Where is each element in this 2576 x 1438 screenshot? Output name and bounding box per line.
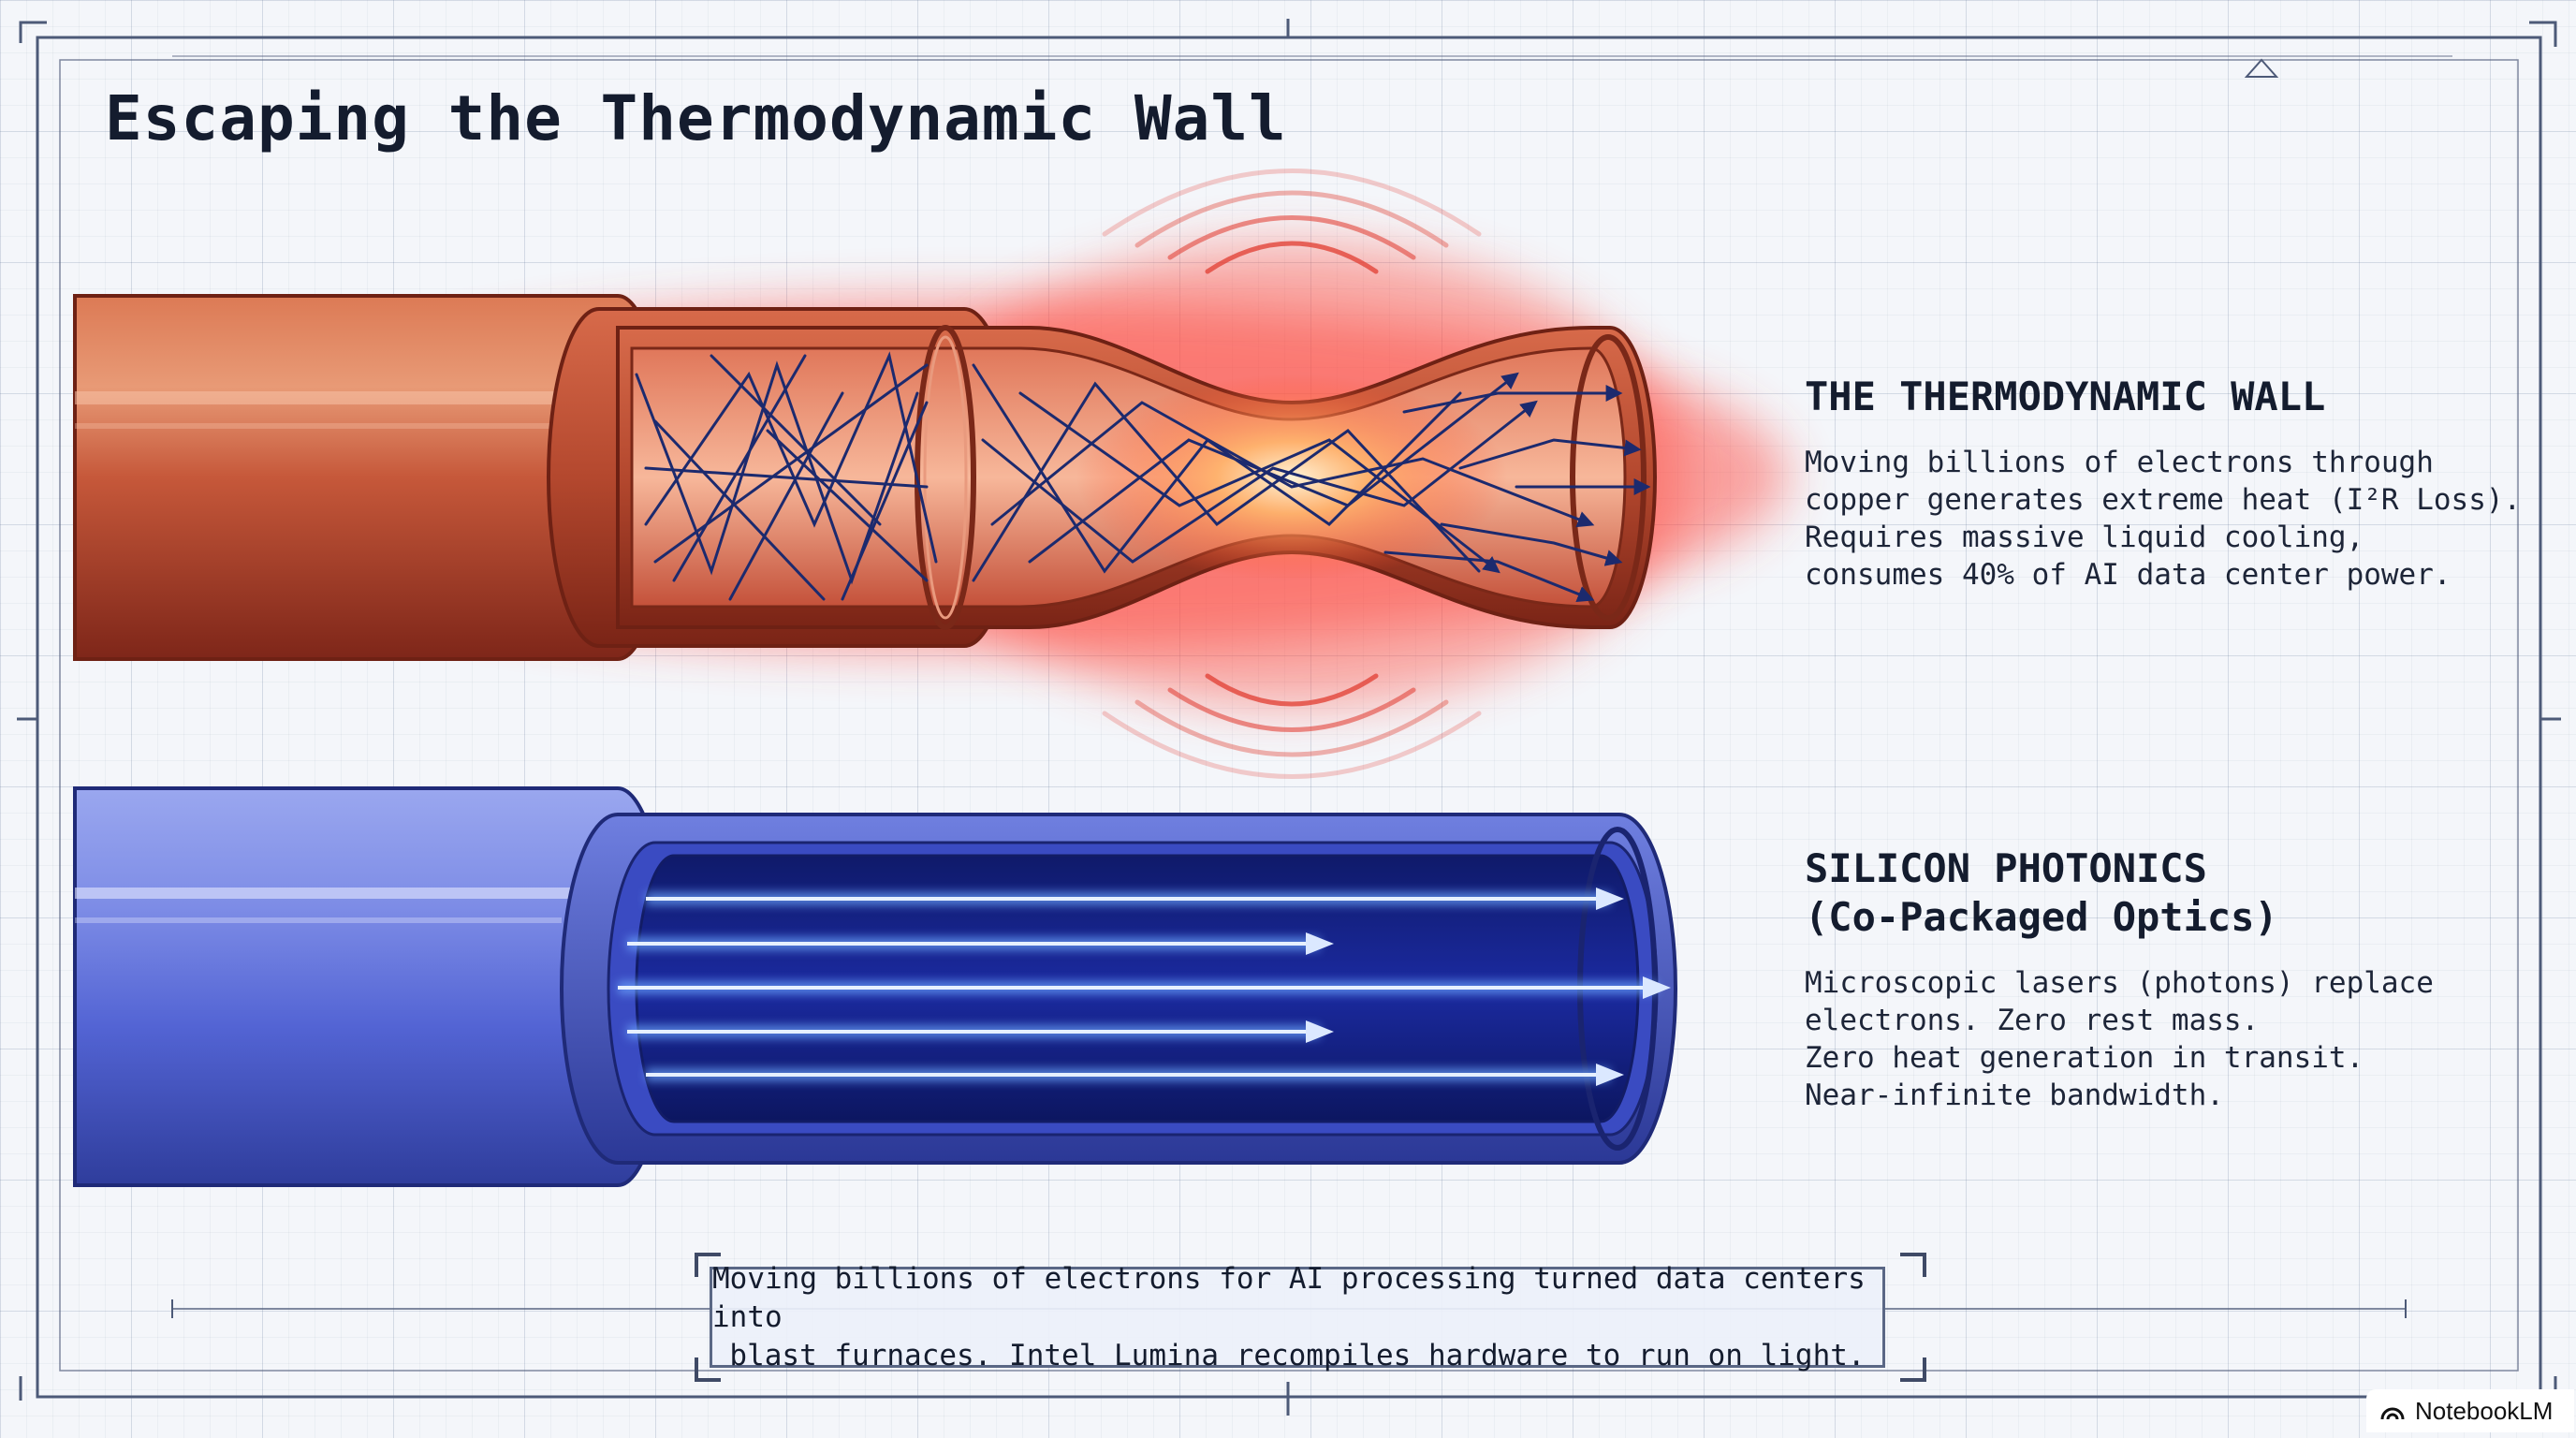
electron-paths — [635, 351, 1651, 603]
optical-cable-icon — [73, 786, 1677, 1187]
caption-line: Moving billions of electrons for AI proc… — [712, 1261, 1866, 1334]
summary-caption: Moving billions of electrons for AI proc… — [710, 1262, 1885, 1372]
silicon-photonics-panel: SILICON PHOTONICS (Co-Packaged Optics) M… — [1805, 844, 2434, 1114]
silicon-photonics-description: Microscopic lasers (photons) replace ele… — [1805, 964, 2434, 1114]
caption-line: blast furnaces. Intel Lumina recompiles … — [729, 1338, 1866, 1372]
page-title: Escaping the Thermodynamic Wall — [105, 82, 1287, 154]
description-line: Microscopic lasers (photons) replace — [1805, 966, 2434, 1000]
thermodynamic-wall-panel: THE THERMODYNAMIC WALL Moving billions o… — [1805, 373, 2521, 594]
notebooklm-logo-icon — [2380, 1407, 2405, 1420]
notebooklm-label: NotebookLM — [2415, 1396, 2554, 1425]
description-line: Moving billions of electrons through — [1805, 446, 2434, 479]
description-line: consumes 40% of AI data center power. — [1805, 558, 2452, 592]
silicon-photonics-heading: SILICON PHOTONICS (Co-Packaged Optics) — [1805, 845, 2278, 940]
heat-wave-icon — [1102, 169, 1482, 779]
description-line: copper generates extreme heat (I²R Loss)… — [1805, 483, 2522, 517]
thermodynamic-wall-heading: THE THERMODYNAMIC WALL — [1805, 374, 2326, 419]
description-line: Zero heat generation in transit. — [1805, 1041, 2364, 1075]
description-line: Near-infinite bandwidth. — [1805, 1078, 2224, 1112]
caption-brackets — [695, 1253, 1926, 1382]
blueprint-frame — [17, 19, 2561, 1416]
thermodynamic-wall-description: Moving billions of electrons through cop… — [1805, 444, 2521, 594]
copper-cable-icon — [73, 169, 1788, 779]
description-line: Requires massive liquid cooling, — [1805, 521, 2364, 554]
notebooklm-badge[interactable]: NotebookLM — [2366, 1389, 2574, 1432]
description-line: electrons. Zero rest mass. — [1805, 1004, 2260, 1037]
light-beams — [618, 888, 1671, 1086]
